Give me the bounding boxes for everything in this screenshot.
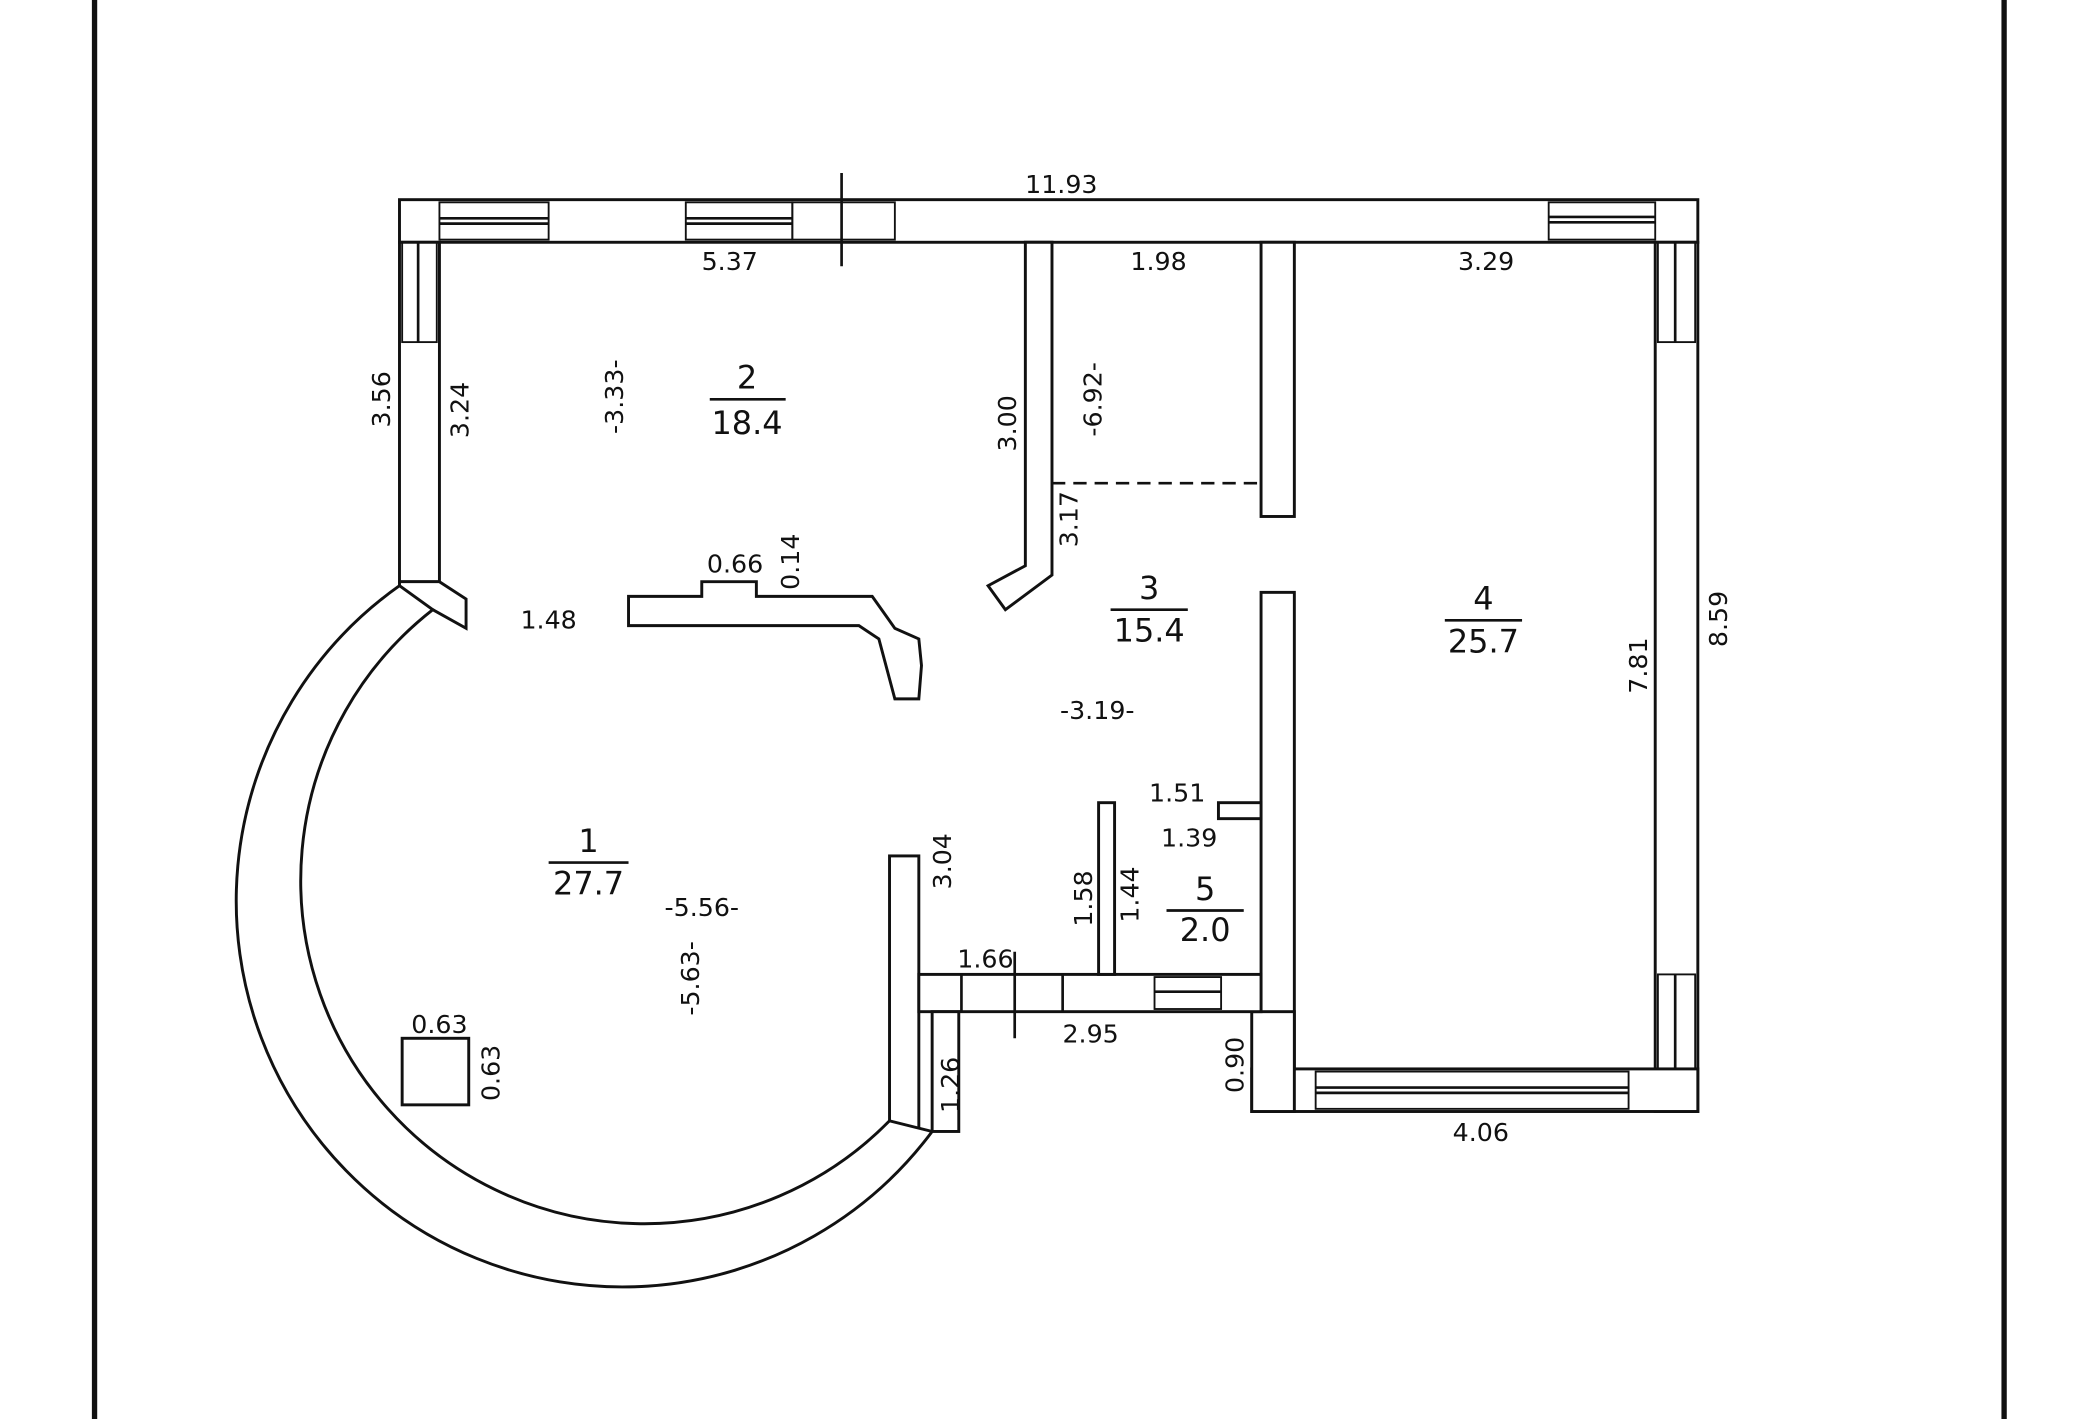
dim-bath-depth-outer: 1.58 [1069, 870, 1098, 926]
dim-wall-304: 3.04 [928, 833, 957, 889]
room-label-3: 3 15.4 [1110, 569, 1188, 650]
dim-room2-width: 5.37 [702, 247, 758, 276]
room-number: 5 [1195, 870, 1215, 908]
dim-entry-width: 2.95 [1062, 1019, 1118, 1048]
dim-hall-lower-width: -3.19- [1060, 696, 1135, 725]
dim-room4-depth: 7.81 [1624, 637, 1653, 693]
dim-bath-depth-inner: 1.44 [1116, 866, 1145, 922]
room-area: 2.0 [1180, 911, 1231, 949]
room-label-1: 1 27.7 [548, 822, 629, 903]
room-number: 1 [578, 822, 598, 860]
dim-pillar-width: 0.63 [411, 1010, 467, 1039]
dim-hall-lower: 3.17 [1054, 491, 1083, 547]
dim-entry-side: 0.90 [1221, 1037, 1250, 1093]
room-area: 27.7 [553, 865, 624, 903]
dim-room4-bottom: 4.06 [1453, 1118, 1509, 1147]
dim-room1-width: -5.56- [664, 893, 739, 922]
room-area: 15.4 [1114, 612, 1185, 650]
dim-overall-depth: 8.59 [1704, 591, 1733, 647]
dim-room4-width: 3.29 [1458, 247, 1514, 276]
dim-overall-width: 11.93 [1025, 170, 1097, 199]
dim-hall-depth: -6.92- [1078, 362, 1107, 437]
dim-pillar-height: 0.63 [476, 1045, 505, 1101]
dim-hall-width: 1.98 [1130, 247, 1186, 276]
room-label-4: 4 25.7 [1444, 580, 1523, 660]
dim-bath-width: 1.39 [1161, 824, 1217, 853]
dim-room2-depth: -3.33- [600, 359, 629, 434]
dim-partition-length: 3.00 [993, 395, 1022, 451]
dim-left-outer: 3.56 [367, 371, 396, 427]
windows [401, 201, 1697, 1110]
dim-room1-depth: -5.63- [676, 941, 705, 1016]
room-label-5: 5 2.0 [1166, 870, 1244, 949]
dim-bay-side: 1.26 [936, 1057, 965, 1113]
room-number: 4 [1473, 580, 1493, 618]
dimensions: 11.93 5.37 1.98 3.29 0.66 1.48 -3.19- 1.… [367, 170, 1733, 1147]
dim-left-inner: 3.24 [446, 382, 475, 438]
room-area: 25.7 [1448, 622, 1519, 660]
room-area: 18.4 [711, 404, 782, 442]
dim-column-depth: 0.14 [776, 534, 805, 590]
room-number: 2 [737, 359, 757, 397]
walls [234, 173, 1700, 1289]
dim-bath-door: 1.51 [1149, 778, 1205, 807]
room-number: 3 [1139, 569, 1159, 607]
dim-vestibule: 1.66 [957, 945, 1013, 974]
dim-opening: 1.48 [520, 605, 576, 634]
dim-column-width: 0.66 [707, 549, 763, 578]
room-label-2: 2 18.4 [709, 359, 786, 442]
